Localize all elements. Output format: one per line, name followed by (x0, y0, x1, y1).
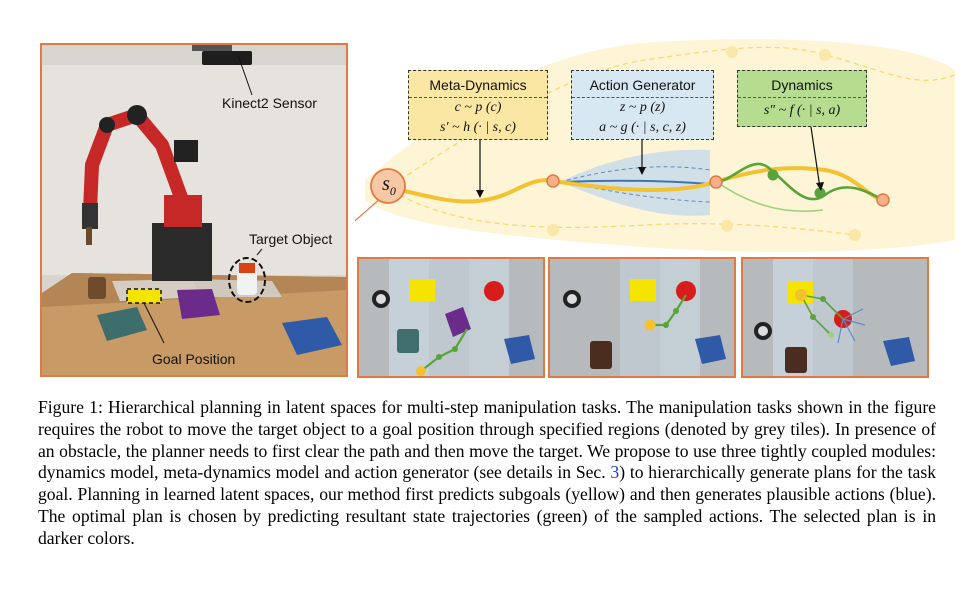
goal-label: Goal Position (152, 351, 236, 367)
panel-1-scene (359, 259, 543, 376)
caption-part2: ) to hierarchically generate plans for t… (38, 462, 936, 548)
meta-dynamics-eq1: c ~ p (c) (454, 100, 502, 115)
meta-dynamics-title: Meta-Dynamics (409, 71, 547, 98)
start-node (370, 168, 406, 204)
action-generator-eq2: a ~ g (· | s, c, z) (599, 120, 686, 135)
section-reference-link[interactable]: 3 (610, 462, 620, 483)
target-label: Target Object (249, 231, 333, 247)
action-generator-title: Action Generator (572, 71, 713, 98)
start-label: s0 (382, 173, 396, 198)
meta-dynamics-eq2: s′ ~ h (· | s, c) (440, 120, 516, 135)
target-circle (228, 257, 266, 303)
dynamics-module: Dynamics s″ ~ f (· | s, a) (737, 70, 867, 127)
goal-marker (126, 288, 162, 304)
dynamics-title: Dynamics (738, 71, 866, 98)
planning-diagram: s0 Meta-Dynamics c ~ p (c) s′ ~ h (· | s… (355, 30, 955, 255)
dynamics-eq1: s″ ~ f (· | s, a) (763, 103, 841, 118)
kinect-sensor (202, 51, 252, 65)
rollout-panel-1 (357, 257, 545, 378)
figure-caption: Figure 1: Hierarchical planning in laten… (38, 397, 936, 550)
rollout-panel-2 (548, 257, 736, 378)
robot-photo: Kinect2 Sensor Target Object Goal Positi… (40, 43, 348, 377)
sensor-label: Kinect2 Sensor (222, 95, 317, 111)
action-generator-module: Action Generator z ~ p (z) a ~ g (· | s,… (571, 70, 714, 140)
rollout-panel-3 (741, 257, 929, 378)
robot-scene (42, 45, 346, 375)
trajectory-plot (355, 39, 955, 252)
can-object (88, 277, 106, 299)
panel-3-scene (743, 259, 927, 376)
meta-dynamics-module: Meta-Dynamics c ~ p (c) s′ ~ h (· | s, c… (408, 70, 548, 140)
caption-part1: Figure 1: Hierarchical planning in laten… (38, 397, 936, 483)
panel-2-scene (550, 259, 734, 376)
action-generator-eq1: z ~ p (z) (619, 100, 666, 115)
